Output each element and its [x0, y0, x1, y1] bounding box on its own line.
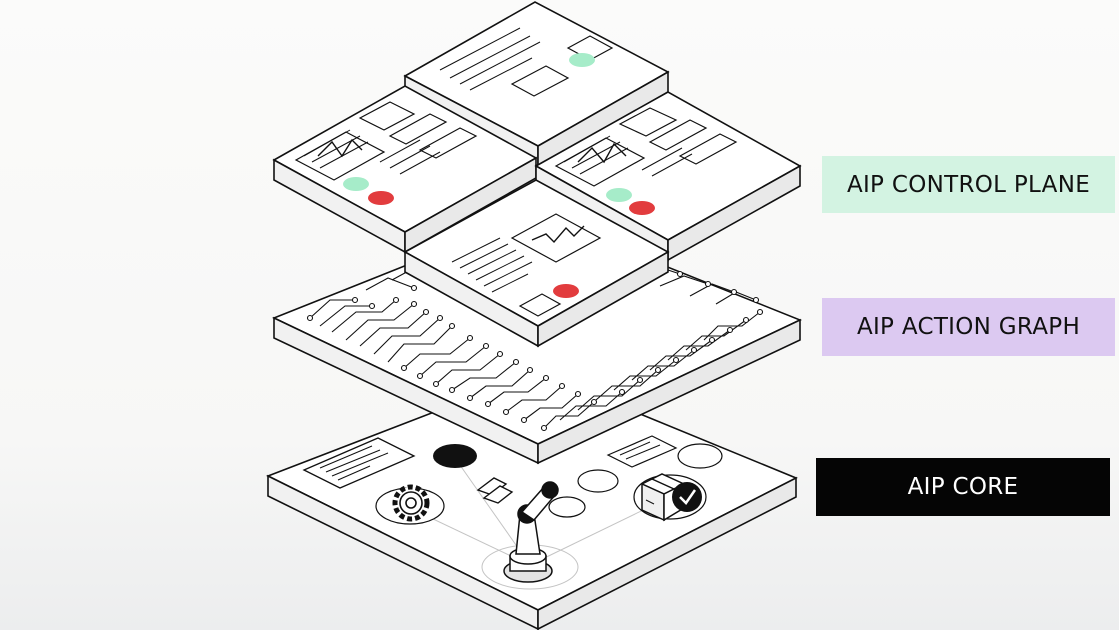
robot-arm-icon [503, 481, 559, 583]
core-mini-card [606, 435, 678, 468]
core-layer-slab [266, 371, 798, 630]
status-dot-green [569, 53, 595, 67]
core-node-empty-3 [548, 496, 586, 518]
control-panel-right [534, 91, 802, 262]
status-dot-red [368, 191, 394, 205]
control-panel-left [272, 85, 538, 254]
core-document-card [302, 437, 416, 489]
status-dot-red [553, 284, 579, 298]
core-node-empty-1 [577, 469, 619, 493]
core-node-empty-2 [677, 443, 723, 469]
gripper-icon [476, 477, 514, 504]
control-plane-label: AIP CONTROL PLANE [822, 156, 1115, 213]
action-graph-label: AIP ACTION GRAPH [822, 298, 1115, 356]
gear-icon [375, 484, 445, 525]
status-dot-green [606, 188, 632, 202]
core-node-black [433, 444, 477, 468]
circuit-nodes [306, 260, 764, 432]
core-label: AIP CORE [816, 458, 1110, 516]
status-dot-red [629, 201, 655, 215]
control-panel-front [403, 179, 670, 348]
package-check-icon [633, 473, 707, 522]
status-dot-green [343, 177, 369, 191]
